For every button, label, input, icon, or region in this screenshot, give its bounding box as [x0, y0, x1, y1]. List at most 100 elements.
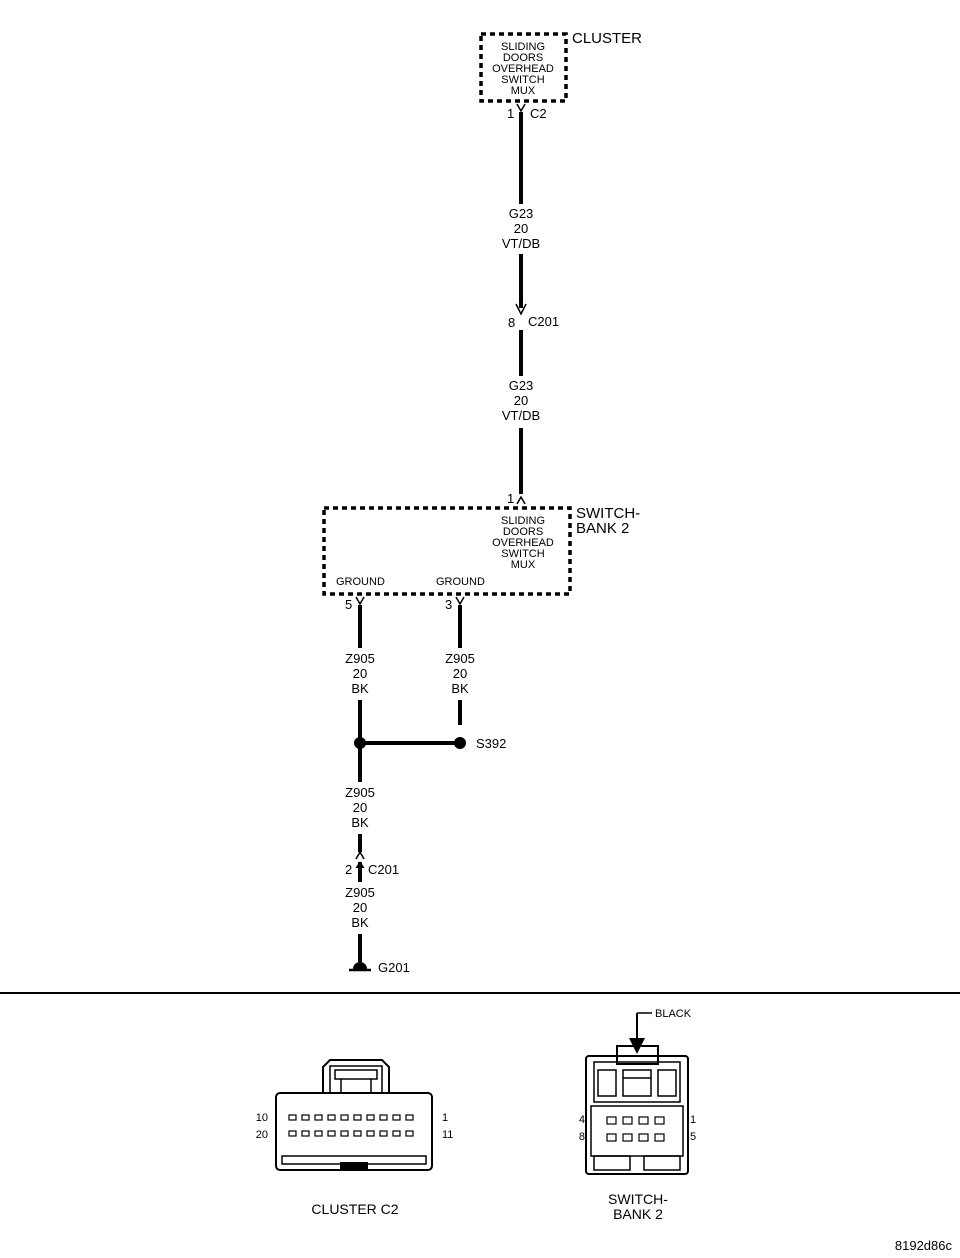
switch-bank-function-line-1: SLIDING — [501, 515, 545, 527]
cluster-function-line-3: OVERHEAD — [492, 63, 554, 75]
wire-g23-upper-circuit: G23 — [509, 206, 534, 221]
ground-point-label: G201 — [378, 960, 410, 975]
wire-z905-right-gauge: 20 — [453, 666, 467, 681]
wire-z905-right-circuit: Z905 — [445, 651, 475, 666]
switch-bank-function-line-3: OVERHEAD — [492, 537, 554, 549]
ground-right-pin: 3 — [445, 597, 452, 612]
ground-right-connector-symbol — [455, 596, 465, 606]
switch-bank-2-caption-line-1: SWITCH- — [608, 1191, 668, 1207]
cluster-c2-connector-view: 10 1 20 11 CLUSTER C2 — [256, 1059, 453, 1217]
wire-g23-upper-gauge: 20 — [514, 221, 528, 236]
switch-bank-color-callout: BLACK — [655, 1008, 692, 1020]
wire-z905-mid-color: BK — [351, 815, 369, 830]
c201-lower-label: C201 — [368, 862, 399, 877]
switch-bank-2-pin-top-right: 1 — [690, 1114, 696, 1126]
cluster-c2-pin-cavities — [288, 1114, 414, 1137]
wire-g23-lower-gauge: 20 — [514, 393, 528, 408]
switch-bank-function-line-4: SWITCH — [501, 548, 544, 560]
pin-cavity — [314, 1130, 323, 1137]
pin-cavity — [654, 1116, 665, 1125]
wire-z905: Z905 20 BK Z905 20 BK S392 Z905 20 BK 2 … — [345, 605, 506, 975]
figure-id: 8192d86c — [895, 1238, 953, 1253]
pin-cavity — [405, 1130, 414, 1137]
cluster-function-line-1: SLIDING — [501, 41, 545, 53]
ground-symbol-icon — [353, 962, 367, 969]
wire-z905-mid-circuit: Z905 — [345, 785, 375, 800]
pin-cavity — [379, 1114, 388, 1121]
pin-cavity — [606, 1133, 617, 1142]
splice-label: S392 — [476, 736, 506, 751]
wire-z905-mid-gauge: 20 — [353, 800, 367, 815]
wire-z905-bottom-color: BK — [351, 915, 369, 930]
pin-cavity — [366, 1114, 375, 1121]
ground-left-label: GROUND — [336, 576, 385, 588]
wire-g23-lower-circuit: G23 — [509, 378, 534, 393]
pin-cavity — [392, 1130, 401, 1137]
pin-cavity — [622, 1133, 633, 1142]
pin-cavity — [340, 1114, 349, 1121]
cluster-function-line-2: DOORS — [503, 52, 543, 64]
cluster-c2-connector-symbol — [516, 103, 526, 113]
switch-bank-top-pin: 1 — [507, 491, 514, 506]
pin-cavity — [353, 1114, 362, 1121]
switch-bank-2-pin-top-left: 4 — [579, 1114, 585, 1126]
cluster-function-line-4: SWITCH — [501, 74, 544, 86]
pin-cavity — [327, 1130, 336, 1137]
pin-cavity — [288, 1114, 297, 1121]
c201-lower-arrow-icon — [355, 861, 365, 869]
cluster-function-line-5: MUX — [511, 85, 536, 97]
wire-z905-bottom-circuit: Z905 — [345, 885, 375, 900]
wire-z905-right-color: BK — [451, 681, 469, 696]
pin-cavity — [606, 1116, 617, 1125]
ground-left-connector-symbol — [355, 596, 365, 606]
c201-upper-connector-symbol — [515, 303, 527, 316]
cluster-connector-label: C2 — [530, 106, 547, 121]
switch-bank-2-pin-cavities — [606, 1116, 665, 1142]
pin-cavity — [638, 1133, 649, 1142]
cluster-c2-pin-bottom-left: 20 — [256, 1129, 268, 1141]
cluster-pin-number: 1 — [507, 106, 514, 121]
pin-cavity — [379, 1130, 388, 1137]
pin-cavity — [301, 1130, 310, 1137]
cluster-c2-pin-top-left: 10 — [256, 1112, 268, 1124]
wire-g23-lower-color: VT/DB — [502, 408, 540, 423]
wire-z905-bottom-gauge: 20 — [353, 900, 367, 915]
pin-cavity — [654, 1133, 665, 1142]
c201-lower-pin: 2 — [345, 862, 352, 877]
wire-z905-left-circuit: Z905 — [345, 651, 375, 666]
switch-bank-label-line-1: SWITCH- — [576, 505, 640, 522]
wire-z905-left-gauge: 20 — [353, 666, 367, 681]
pin-cavity — [405, 1114, 414, 1121]
pin-cavity — [327, 1114, 336, 1121]
switch-bank-2-connector-view: BLACK 4 1 8 5 SWITCH- BANK 2 — [579, 1008, 696, 1222]
c201-upper-label: C201 — [528, 314, 559, 329]
pin-cavity — [392, 1114, 401, 1121]
c201-upper-pin: 8 — [508, 315, 515, 330]
ground-left-pin: 5 — [345, 597, 352, 612]
pin-cavity — [301, 1114, 310, 1121]
switch-bank-2-caption-line-2: BANK 2 — [613, 1206, 663, 1222]
cluster-module: SLIDING DOORS OVERHEAD SWITCH MUX CLUSTE… — [479, 30, 642, 121]
splice-right-dot — [454, 737, 466, 749]
switch-bank-label-line-2: BANK 2 — [576, 520, 629, 537]
cluster-c2-pin-bottom-right: 11 — [442, 1129, 453, 1141]
ground-right-label: GROUND — [436, 576, 485, 588]
pin-cavity — [288, 1130, 297, 1137]
switch-bank-pin1-connector-symbol — [516, 495, 526, 505]
switch-bank-function-line-2: DOORS — [503, 526, 543, 538]
pin-cavity — [622, 1116, 633, 1125]
pin-cavity — [353, 1130, 362, 1137]
pin-cavity — [366, 1130, 375, 1137]
pin-cavity — [638, 1116, 649, 1125]
wire-g23: G23 20 VT/DB 8 C201 G23 20 VT/DB — [502, 112, 559, 505]
pin-cavity — [340, 1130, 349, 1137]
pin-cavity — [314, 1114, 323, 1121]
switch-bank-module: 1 SLIDING DOORS OVERHEAD SWITCH MUX SWIT… — [322, 491, 640, 612]
wire-z905-left-color: BK — [351, 681, 369, 696]
c201-lower-connector-symbol — [355, 850, 365, 860]
wire-g23-upper-color: VT/DB — [502, 236, 540, 251]
switch-bank-function-line-5: MUX — [511, 559, 536, 571]
switch-bank-2-pin-bottom-right: 5 — [690, 1131, 696, 1143]
cluster-c2-caption: CLUSTER C2 — [311, 1201, 398, 1217]
